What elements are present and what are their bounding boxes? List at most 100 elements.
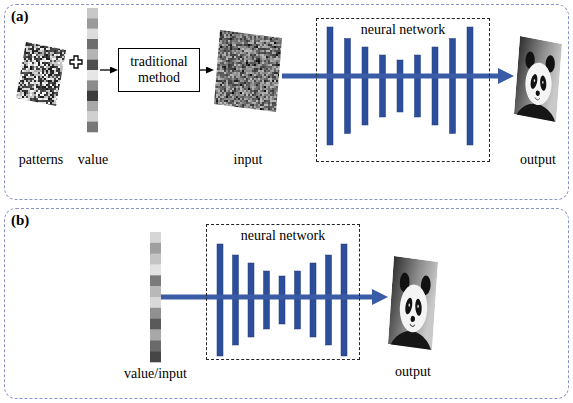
noise-pixel — [38, 80, 40, 82]
noise-pixel — [64, 98, 66, 100]
noise-pixel — [54, 50, 56, 52]
noise-pixel — [246, 62, 248, 64]
noise-pixel — [62, 104, 64, 106]
noise-pixel — [264, 82, 266, 84]
noise-pixel — [212, 56, 214, 58]
noise-pixel — [56, 100, 58, 102]
noise-pixel — [276, 62, 278, 64]
noise-pixel — [258, 64, 260, 66]
noise-pixel — [232, 62, 234, 64]
noise-pixel — [278, 44, 280, 46]
noise-pixel — [58, 60, 60, 62]
noise-pixel — [20, 66, 22, 68]
noise-pixel — [48, 80, 50, 82]
noise-pixel — [236, 72, 238, 74]
noise-pixel — [272, 58, 274, 60]
noise-pixel — [30, 102, 32, 104]
noise-pixel — [52, 92, 54, 94]
noise-pixel — [252, 86, 254, 88]
noise-pixel — [280, 28, 282, 30]
noise-pixel — [40, 82, 42, 84]
noise-pixel — [270, 30, 272, 32]
noise-pixel — [38, 104, 40, 106]
noise-pixel — [264, 28, 266, 30]
noise-pixel — [270, 38, 272, 40]
noise-pixel — [250, 76, 252, 78]
noise-pixel — [66, 86, 68, 88]
noise-pixel — [52, 58, 54, 60]
noise-pixel — [24, 82, 26, 84]
noise-pixel — [234, 82, 236, 84]
noise-pixel — [66, 82, 68, 84]
noise-pixel — [276, 34, 278, 36]
noise-pixel — [16, 40, 18, 42]
noise-pixel — [280, 34, 282, 36]
noise-pixel — [280, 76, 282, 78]
noise-pixel — [26, 96, 28, 98]
noise-pixel — [252, 30, 254, 32]
noise-pixel — [256, 80, 258, 82]
noise-pixel — [234, 44, 236, 46]
noise-pixel — [22, 50, 24, 52]
noise-pixel — [24, 66, 26, 68]
noise-pixel — [234, 38, 236, 40]
noise-pixel — [268, 34, 270, 36]
noise-pixel — [254, 80, 256, 82]
noise-pixel — [280, 30, 282, 32]
noise-pixel — [46, 86, 48, 88]
noise-pixel — [34, 86, 36, 88]
noise-pixel — [66, 68, 68, 70]
noise-pixel — [42, 84, 44, 86]
noise-pixel — [20, 102, 22, 104]
noise-pixel — [50, 76, 52, 78]
noise-pixel — [46, 56, 48, 58]
noise-pixel — [250, 64, 252, 66]
noise-pixel — [66, 98, 68, 100]
noise-pixel — [36, 64, 38, 66]
noise-pixel — [262, 48, 264, 50]
noise-pixel — [238, 72, 240, 74]
noise-pixel — [278, 50, 280, 52]
noise-pixel — [58, 46, 60, 48]
noise-pixel — [222, 30, 224, 32]
noise-pixel — [66, 104, 68, 106]
noise-pixel — [250, 86, 252, 88]
noise-pixel — [34, 64, 36, 66]
noise-pixel — [56, 86, 58, 88]
noise-pixel — [276, 50, 278, 52]
noise-pixel — [24, 46, 26, 48]
noise-pixel — [58, 90, 60, 92]
noise-pixel — [54, 92, 56, 94]
noise-pixel — [50, 94, 52, 96]
noise-pixel — [248, 34, 250, 36]
noise-pixel — [264, 56, 266, 58]
noise-pixel — [230, 76, 232, 78]
noise-pixel — [258, 34, 260, 36]
noise-pixel — [62, 54, 64, 56]
noise-pixel — [254, 82, 256, 84]
noise-pixel — [214, 68, 216, 70]
noise-pixel — [28, 98, 30, 100]
noise-pixel — [22, 54, 24, 56]
noise-pixel — [244, 80, 246, 82]
noise-pixel — [226, 84, 228, 86]
noise-pixel — [212, 72, 214, 74]
noise-pixel — [228, 78, 230, 80]
noise-pixel — [36, 92, 38, 94]
noise-pixel — [24, 80, 26, 82]
noise-pixel — [278, 74, 280, 76]
noise-pixel — [16, 90, 18, 92]
noise-pixel — [40, 76, 42, 78]
noise-pixel — [212, 76, 214, 78]
noise-pixel — [42, 98, 44, 100]
noise-pixel — [234, 54, 236, 56]
noise-pixel — [24, 106, 26, 108]
noise-pixel — [16, 68, 18, 70]
noise-pixel — [214, 40, 216, 42]
noise-pixel — [18, 48, 20, 50]
noise-pixel — [64, 58, 66, 60]
noise-pixel — [248, 70, 250, 72]
noise-pixel — [36, 62, 38, 64]
noise-pixel — [214, 48, 216, 50]
noise-pixel — [228, 32, 230, 34]
